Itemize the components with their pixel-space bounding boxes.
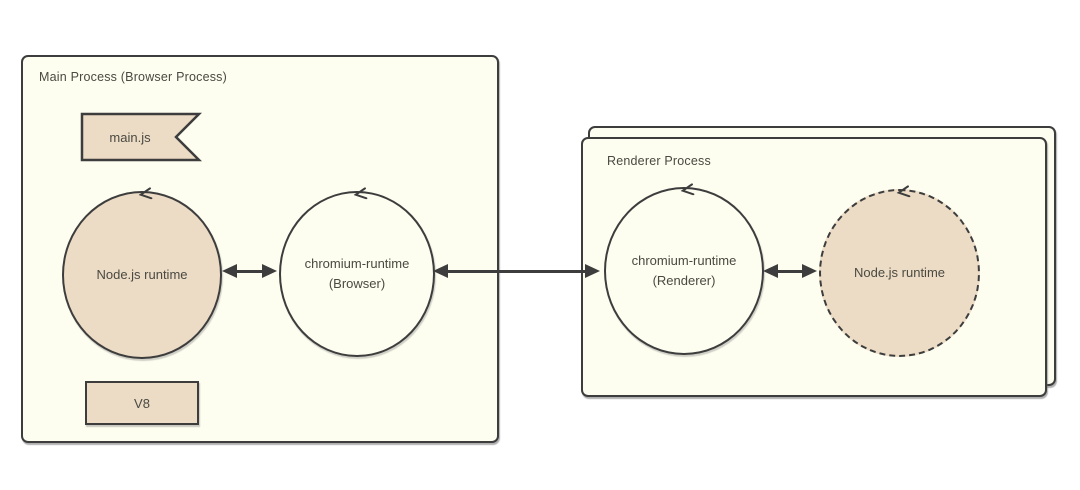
chromium-browser-line2: (Browser) (328, 276, 386, 291)
nodejs-runtime-renderer-label: Node.js runtime (853, 265, 946, 280)
chromium-runtime-browser-circle: chromium-runtime (Browser) (279, 187, 435, 357)
chromium-renderer-label: chromium-runtime (Renderer) (632, 251, 737, 291)
bidirectional-arrow-node-chromium (222, 264, 277, 278)
loop-arrow-icon (353, 185, 370, 207)
v8-label: V8 (134, 395, 150, 411)
flag-shape-outline (80, 112, 202, 162)
main-js-flag: main.js (80, 112, 202, 162)
main-process-title: Main Process (Browser Process) (39, 70, 227, 84)
chromium-renderer-line1: chromium-runtime (631, 253, 737, 268)
chromium-renderer-line2: (Renderer) (652, 273, 716, 288)
chromium-browser-label: chromium-runtime (Browser) (305, 254, 410, 294)
nodejs-runtime-label: Node.js runtime (96, 267, 188, 282)
nodejs-runtime-circle-renderer: Node.js runtime (819, 185, 980, 357)
nodejs-runtime-circle-main: Node.js runtime (62, 187, 222, 359)
loop-arrow-icon (680, 181, 697, 203)
renderer-process-title: Renderer Process (607, 154, 711, 168)
chromium-runtime-renderer-circle: chromium-runtime (Renderer) (604, 183, 764, 355)
v8-rect: V8 (85, 381, 199, 425)
main-process-box: Main Process (Browser Process) main.js N… (21, 55, 499, 443)
chromium-browser-line1: chromium-runtime (304, 256, 410, 271)
main-js-label: main.js (109, 129, 151, 145)
loop-arrow-icon (138, 185, 155, 207)
loop-arrow-icon (895, 183, 912, 205)
bidirectional-arrow-renderer-node (763, 264, 817, 278)
bidirectional-arrow-browser-renderer (433, 264, 600, 278)
